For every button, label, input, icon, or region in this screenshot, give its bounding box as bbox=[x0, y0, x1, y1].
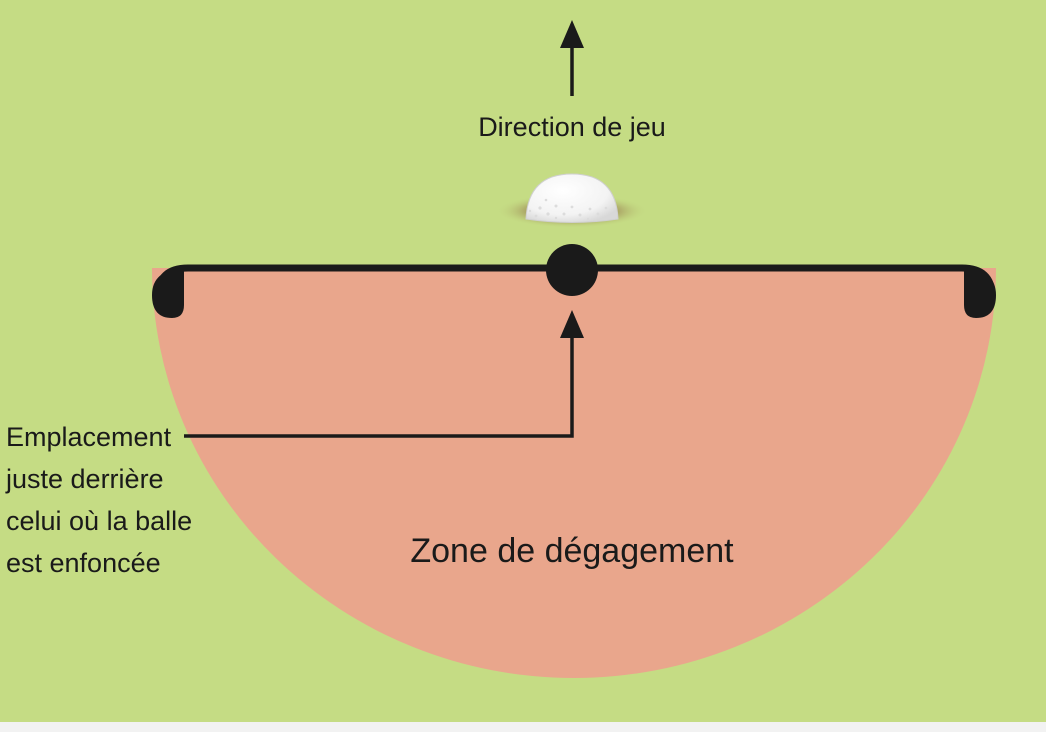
bottom-strip bbox=[0, 722, 1046, 732]
spot-callout-arrowhead bbox=[560, 310, 584, 338]
play-direction-arrowhead bbox=[560, 20, 584, 48]
golf-ball bbox=[525, 173, 619, 223]
line-end-left bbox=[152, 268, 184, 318]
spot-label-line-3: celui où la balle bbox=[6, 506, 192, 536]
spot-label-line-1: Emplacement bbox=[6, 422, 172, 452]
ball-dimples bbox=[528, 198, 608, 221]
spot-label-line-4: est enfoncée bbox=[6, 548, 161, 578]
spot-label-line-2: juste derrière bbox=[5, 464, 164, 494]
reference-point bbox=[546, 244, 598, 296]
play-direction-label: Direction de jeu bbox=[478, 112, 666, 142]
line-end-right bbox=[964, 268, 996, 318]
relief-area bbox=[152, 268, 996, 678]
spot-callout-line bbox=[184, 330, 574, 438]
relief-area-label: Zone de dégagement bbox=[410, 532, 734, 570]
